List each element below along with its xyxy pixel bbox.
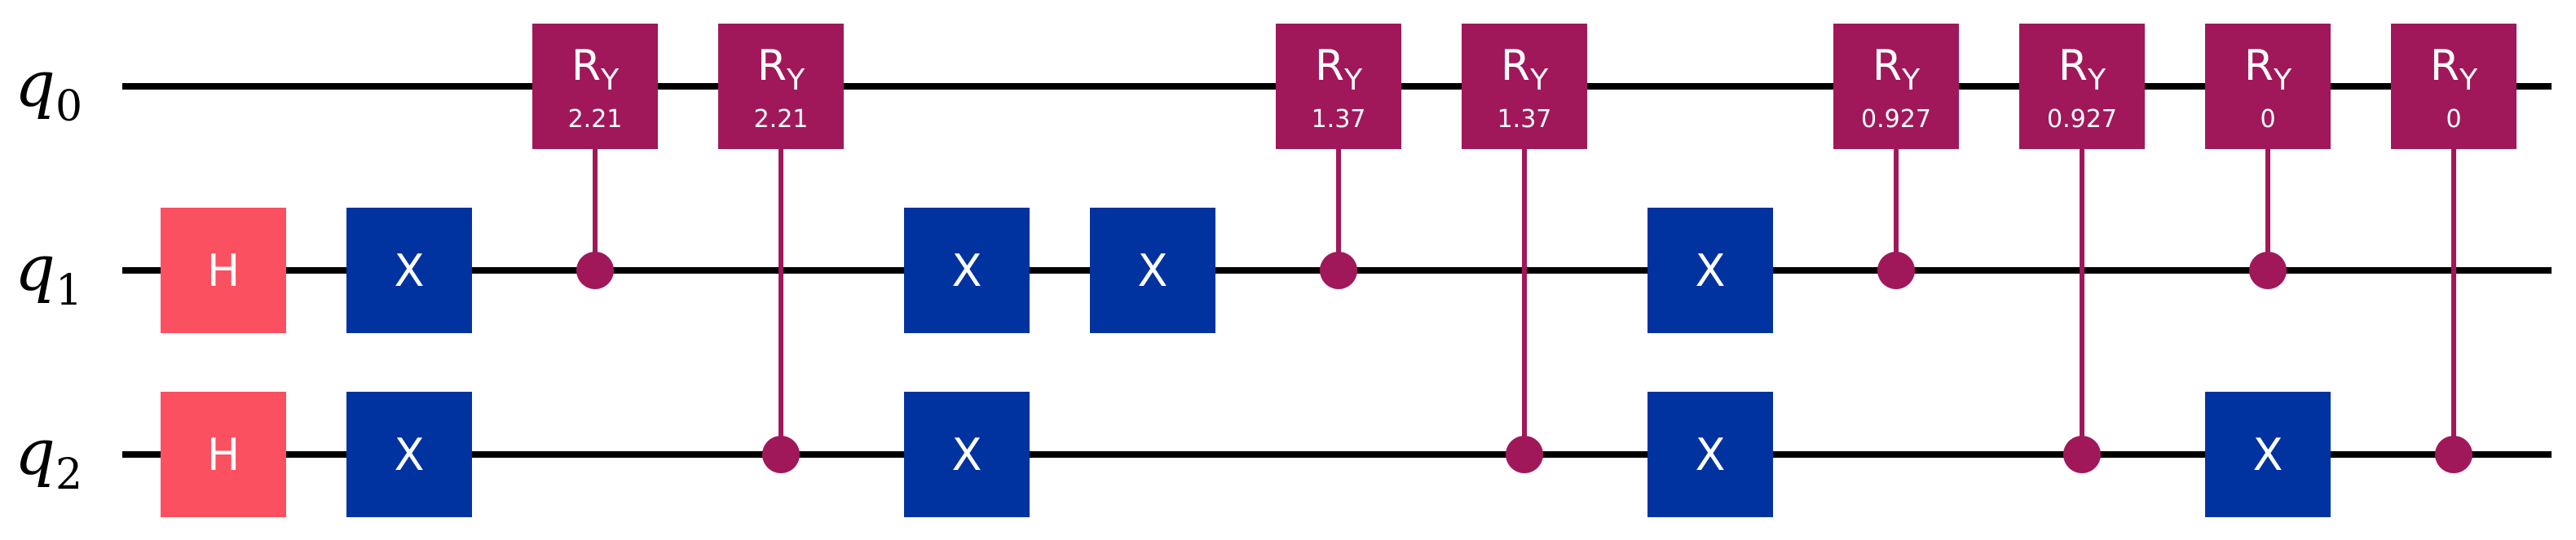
h-gate: H [161,208,286,333]
ry-gate-label: RY [2244,42,2292,97]
gates: HHXXRY2.21RY2.21XXXRY1.37RY1.37XXRY0.927… [161,24,2516,517]
ry-gate-param: 2.21 [754,105,809,134]
ry-gate: RY 0.927 [2019,24,2145,149]
x-gate-label: X [1138,245,1168,296]
ry-gate-letter: R [571,42,601,90]
ry-gate: RY 0 [2391,24,2516,149]
ry-gate-label: RY [1501,42,1549,97]
qubit-label-letter: q [15,232,55,305]
ry-gate-param: 0 [2446,105,2461,134]
x-gate-label: X [1696,429,1726,481]
h-gate: H [161,392,286,517]
ry-gate-param: 1.37 [1498,105,1552,134]
ry-gate: RY 2.21 [718,24,844,149]
ry-gate-axis: Y [786,64,805,97]
x-gate-box [904,208,1030,333]
x-gate-label: X [1696,245,1726,296]
x-gate-box [1090,208,1215,333]
ry-gate-param: 0.927 [1861,105,1931,134]
x-gate: X [1647,208,1773,333]
x-gate-label: X [395,245,425,296]
x-gate-box [2205,392,2331,517]
ry-gate-letter: R [2244,42,2274,90]
ry-gate-box [1276,24,1401,149]
ry-gate-label: RY [1872,42,1921,97]
x-gate-label: X [952,429,982,481]
ry-gate-axis: Y [1343,64,1363,97]
x-gate: X [1090,208,1215,333]
h-gate-box [161,392,286,517]
ry-gate-box [1462,24,1587,149]
ry-gate-letter: R [2430,42,2459,90]
ry-gate-axis: Y [2459,64,2478,97]
ry-gate-box [2205,24,2331,149]
x-gate-box [1647,392,1773,517]
x-gate-label: X [395,429,425,481]
h-gate-box [161,208,286,333]
ry-gate-letter: R [1315,42,1344,90]
ry-gate-label: RY [571,42,620,97]
ry-gate-box [2019,24,2145,149]
control-dot [2435,436,2472,473]
qubit-label-index: 0 [55,82,82,131]
qubit-label-index: 1 [55,266,82,315]
ry-gate-letter: R [1872,42,1902,90]
h-gate-label: H [207,429,240,481]
ry-gate-box [532,24,658,149]
x-gate-label: X [2253,429,2283,481]
ry-gate-letter: R [2058,42,2088,90]
x-gate: X [346,208,472,333]
qubit-label-2: q2 [15,416,82,499]
x-gate-box [346,392,472,517]
x-gate: X [2205,392,2331,517]
control-dot [1877,252,1915,289]
ry-gate-axis: Y [1901,64,1921,97]
ry-gate: RY 1.37 [1276,24,1401,149]
ry-gate-box [2391,24,2516,149]
qubit-label-index: 2 [55,450,82,499]
ry-gate-letter: R [1501,42,1530,90]
ry-gate-letter: R [757,42,787,90]
ry-gate-box [718,24,844,149]
h-gate-label: H [207,245,240,296]
ry-gate-label: RY [2430,42,2478,97]
control-dot [576,252,614,289]
x-gate-box [346,208,472,333]
ry-gate-label: RY [1315,42,1363,97]
control-dot [2249,252,2287,289]
control-dot [1506,436,1543,473]
ry-gate: RY 0 [2205,24,2331,149]
qubit-label-letter: q [15,416,55,490]
x-gate: X [904,392,1030,517]
x-gate: X [904,208,1030,333]
x-gate: X [346,392,472,517]
ry-gate-param: 0.927 [2047,105,2117,134]
x-gate-label: X [952,245,982,296]
control-dot [762,436,800,473]
ry-gate: RY 1.37 [1462,24,1587,149]
control-dot [1320,252,1357,289]
x-gate-box [904,392,1030,517]
qubit-label-0: q0 [15,48,82,131]
ry-gate-axis: Y [600,64,620,97]
ry-gate: RY 2.21 [532,24,658,149]
qubit-label-letter: q [15,48,55,121]
qubit-label-1: q1 [15,232,82,315]
ry-gate-axis: Y [1529,64,1549,97]
x-gate-box [1647,208,1773,333]
x-gate: X [1647,392,1773,517]
ry-gate-param: 0 [2260,105,2275,134]
ry-gate: RY 0.927 [1833,24,1959,149]
ry-gate-box [1833,24,1959,149]
ry-gate-axis: Y [2087,64,2106,97]
control-dot [2063,436,2101,473]
ry-gate-label: RY [2058,42,2106,97]
ry-gate-param: 1.37 [1312,105,1366,134]
ry-gate-param: 2.21 [568,105,623,134]
ry-gate-label: RY [757,42,805,97]
ry-gate-axis: Y [2273,64,2292,97]
